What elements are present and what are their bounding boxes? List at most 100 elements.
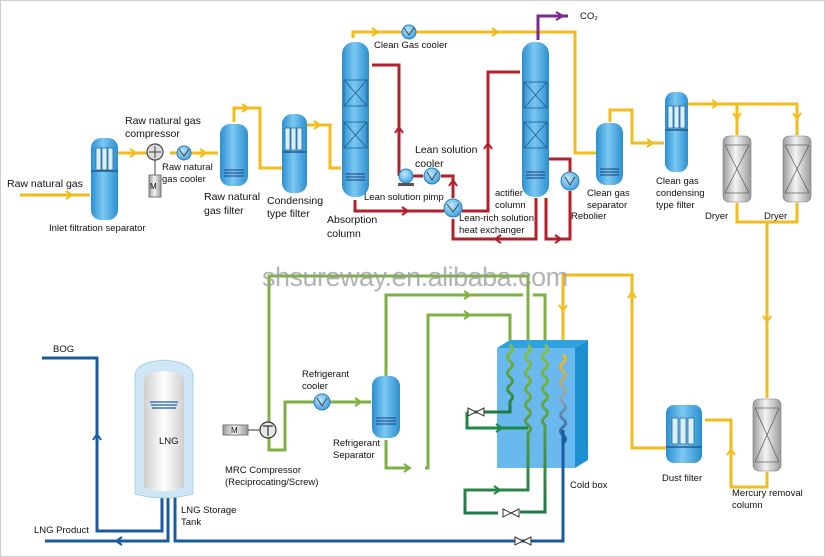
absorption-column [342, 42, 369, 197]
clean-gas-cooler-icon [401, 24, 417, 40]
coil-1 [467, 343, 514, 414]
reboiler-return-line [544, 191, 572, 241]
arrow-icon [463, 290, 472, 300]
label-lean-cooler-line2: cooler [415, 158, 444, 170]
label-actifier-line1: actifier [495, 188, 523, 199]
valve-icon [502, 508, 520, 518]
lng-product-line [45, 490, 170, 543]
mercury-removal-column [752, 398, 782, 472]
coldbox-to-tank-line [173, 430, 565, 543]
gas-arrows [65, 27, 802, 456]
mrc-motor-label: M [231, 426, 238, 435]
reboiler-zigzag [564, 176, 576, 186]
label-condensing-line1: Condensing [267, 195, 324, 207]
arrow-icon [627, 290, 637, 299]
clean-gas-separator [596, 123, 623, 185]
label-lng-tank-line1: LNG Storage [181, 505, 237, 516]
arrow-icon [493, 234, 502, 244]
arrow-icon [354, 397, 363, 407]
label-dust-filter: Dust filter [662, 473, 703, 484]
raw-natural-gas-filter [220, 124, 248, 186]
label-lean-pump: Lean solution pimp [364, 192, 444, 203]
label-ref-cooler-line1: Refrigerant [302, 369, 349, 380]
cooler-zigzag [426, 171, 438, 181]
reboiler-icon [560, 171, 580, 191]
dryers-to-mercury-line [735, 203, 799, 398]
compressor-symbol [263, 425, 273, 436]
lean-to-absorber-line [372, 63, 401, 176]
cooler-to-exchanger-line [441, 174, 455, 198]
condensing-type-filter [282, 114, 307, 193]
label-lng-tank-line2: Tank [181, 517, 202, 528]
heat-exchanger-icon [443, 198, 463, 218]
separator-vapor-line [384, 293, 547, 376]
reboiler-to-actifier-line [548, 157, 572, 172]
label-actifier-line2: column [495, 200, 526, 211]
mercury-to-dust-line [705, 418, 769, 489]
label-raw-gas-cooler-line2: gas cooler [162, 174, 206, 185]
arrow-icon [558, 304, 568, 313]
cooler-zigzag [178, 148, 190, 157]
dryer-2 [782, 135, 812, 203]
condensing-to-dryers-line [688, 102, 799, 135]
lean-solution-pump-icon [398, 168, 414, 184]
arrow-icon [92, 432, 102, 441]
compressor-symbol [149, 146, 161, 158]
cooler-zigzag [403, 27, 415, 36]
label-absorption-line1: Absorption [327, 214, 378, 226]
label-heat-exchanger-line2: heat exchanger [459, 225, 525, 236]
label-mercury-line2: column [732, 500, 763, 511]
arrow-icon [463, 310, 472, 320]
arrow-icon [495, 423, 504, 433]
separator-liquid-riser-line [425, 313, 512, 470]
mrc-to-cooler-line [267, 400, 315, 452]
arrow-icon [448, 178, 458, 187]
arrow-icon [199, 148, 208, 158]
filter-to-condensing-line [232, 106, 282, 170]
arrow-icon [114, 536, 123, 546]
bog-line [42, 356, 164, 533]
label-raw-gas-cooler-line1: Raw natural [162, 162, 213, 173]
arrow-icon [403, 463, 412, 473]
label-heat-exchanger-line1: Lean-rich solution [459, 213, 534, 224]
cooler-zigzag [316, 397, 328, 407]
arrow-icon [371, 27, 380, 37]
condensing-to-absorption-line [307, 123, 341, 170]
label-mrc-line2: (Reciprocating/Screw) [225, 477, 319, 488]
label-compressor-line1: Raw natural gas [125, 115, 201, 127]
label-lng-product: LNG Product [34, 525, 89, 536]
separator-to-condensing-line [608, 108, 664, 145]
label-mrc-line1: MRC Compressor [225, 465, 302, 476]
label-clean-condensing-line2: condensing [656, 188, 705, 199]
label-absorption-line2: column [327, 228, 361, 240]
arrow-icon [792, 112, 802, 121]
exchanger-zigzag [446, 203, 460, 213]
refrigerant-separator [372, 376, 400, 438]
label-reboiler: Rebolier [571, 211, 607, 222]
label-lng: LNG [159, 436, 179, 447]
clean-gas-line [351, 30, 598, 155]
arrow-icon [129, 148, 138, 158]
cold-box-coils [463, 343, 567, 515]
arrow-icon [646, 138, 655, 148]
label-clean-gas-cooler: Clean Gas cooler [374, 40, 448, 51]
label-compressor-line2: compressor [125, 128, 180, 140]
motor-icon [148, 174, 162, 198]
label-dryer-2: Dryer [764, 211, 788, 222]
label-clean-condensing-line3: type filter [656, 200, 695, 211]
arrow-icon [313, 120, 322, 130]
label-lean-cooler-line1: Lean solution [415, 144, 478, 156]
co2-line [536, 14, 568, 40]
arrow-icon [554, 234, 563, 244]
label-ref-separator-line2: Separator [333, 450, 375, 461]
arrow-icon [241, 103, 250, 113]
label-clean-separator-line2: separator [587, 200, 628, 211]
label-bog: BOG [53, 344, 75, 355]
rich-from-absorber-line [353, 200, 444, 213]
dryer-1 [722, 135, 752, 203]
label-mercury-line1: Mercury removal [732, 488, 803, 499]
dust-filter [666, 405, 702, 463]
gas-lines [20, 30, 799, 489]
arrow-icon [493, 485, 502, 495]
